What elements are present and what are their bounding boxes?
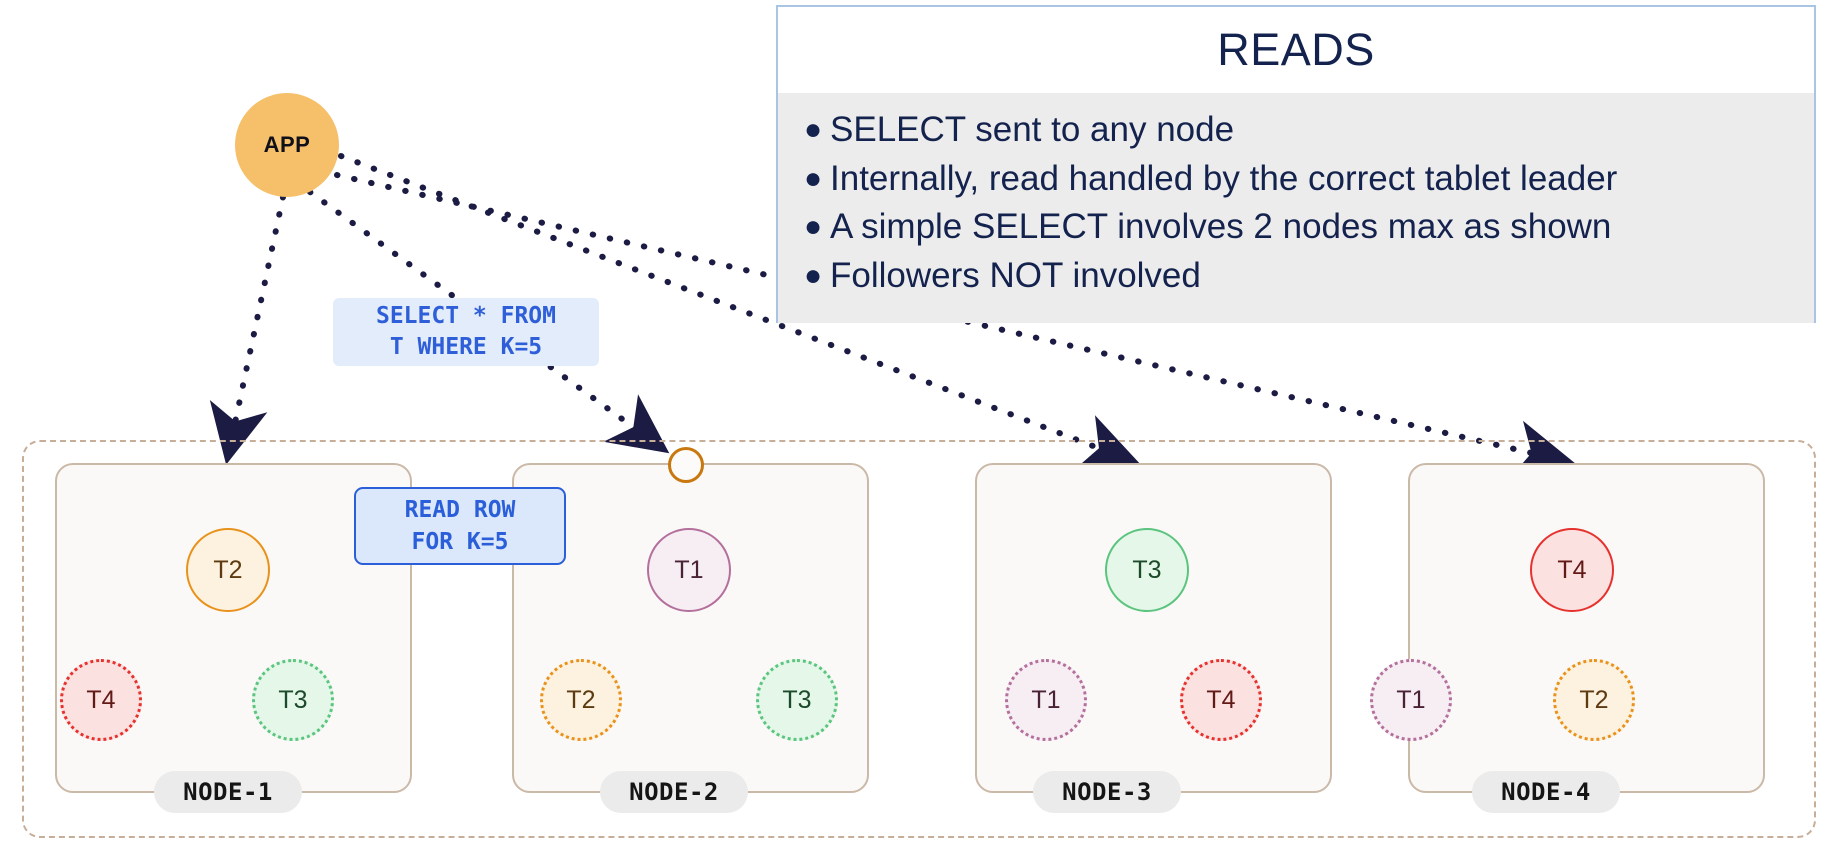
bullet-icon: ● [803, 258, 823, 292]
tablet-follower-node4-0[interactable]: T1 [1370, 659, 1452, 741]
node-label-2: NODE-2 [600, 771, 748, 813]
tablet-leader-node2[interactable]: T1 [647, 528, 731, 612]
tablet-follower-node1-1[interactable]: T3 [252, 659, 334, 741]
node-box-4[interactable] [1408, 463, 1765, 793]
bullet-icon: ● [803, 161, 823, 195]
tablet-leader-node3[interactable]: T3 [1105, 528, 1189, 612]
node-label-3: NODE-3 [1033, 771, 1181, 813]
sql-query-callout: SELECT * FROM T WHERE K=5 [333, 298, 599, 366]
bullet-icon: ● [803, 210, 823, 244]
sql-line-2: T WHERE K=5 [389, 334, 543, 360]
sql-line-1: SELECT * FROM [375, 302, 556, 329]
tablet-follower-node3-1[interactable]: T4 [1180, 659, 1262, 741]
bullet-icon: ● [803, 113, 823, 146]
reads-bullet-item-3: ● Followers NOT involved [796, 253, 1814, 300]
app-node[interactable]: APP [235, 93, 339, 197]
read-line-2: FOR K=5 [411, 529, 509, 555]
read-row-callout: READ ROW FOR K=5 [354, 487, 566, 565]
reads-panel-title: READS [1217, 24, 1375, 75]
reads-bullet-item-1: ● Internally, read handled by the correc… [796, 156, 1814, 203]
reads-bullet-text-2: A simple SELECT involves 2 nodes max as … [830, 207, 1612, 247]
tablet-follower-node2-1[interactable]: T3 [756, 659, 838, 741]
tablet-leader-node1[interactable]: T2 [186, 528, 270, 612]
node-label-1: NODE-1 [154, 771, 302, 813]
tablet-leader-node4[interactable]: T4 [1530, 528, 1614, 612]
node-label-4: NODE-4 [1472, 771, 1620, 813]
reads-bullet-text-1: Internally, read handled by the correct … [830, 158, 1618, 198]
reads-bullet-item-0: ● SELECT sent to any node [796, 107, 1814, 154]
read-line-1: READ ROW [404, 496, 516, 523]
tablet-leader-connector-dot [668, 447, 704, 483]
tablet-follower-node4-1[interactable]: T2 [1553, 659, 1635, 741]
reads-info-panel: READS ● SELECT sent to any node ● Intern… [776, 5, 1816, 323]
reads-panel-body: ● SELECT sent to any node ● Internally, … [778, 93, 1814, 323]
arrow-app-to-node1 [209, 194, 286, 465]
tablet-follower-node2-0[interactable]: T2 [540, 659, 622, 741]
tablet-follower-node1-0[interactable]: T4 [60, 659, 142, 741]
reads-bullet-item-2: ● A simple SELECT involves 2 nodes max a… [796, 204, 1814, 251]
reads-bullet-text-0: SELECT sent to any node [830, 110, 1235, 149]
reads-bullet-text-3: Followers NOT involved [830, 255, 1201, 295]
node-box-3[interactable] [975, 463, 1332, 793]
tablet-follower-node3-0[interactable]: T1 [1005, 659, 1087, 741]
